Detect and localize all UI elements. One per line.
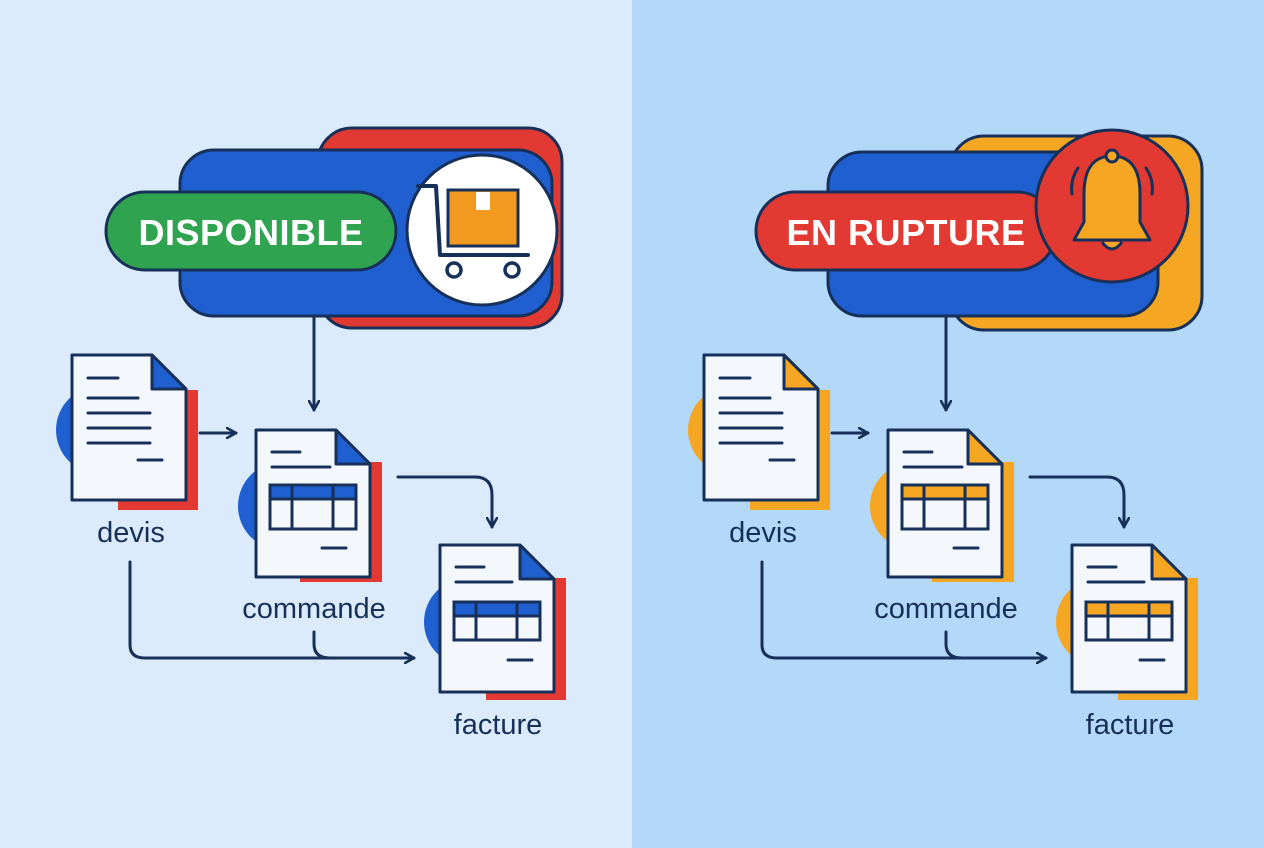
quote-document-icon bbox=[688, 353, 830, 510]
arrow-order-to-invoice bbox=[396, 475, 492, 529]
invoice-document-icon bbox=[424, 543, 566, 700]
order-label: commande bbox=[874, 593, 1017, 625]
status-label: DISPONIBLE bbox=[138, 212, 363, 253]
invoice-document-icon bbox=[1056, 543, 1198, 700]
panel-out-of-stock: EN RUPTURE devis command bbox=[632, 0, 1264, 848]
arrow-quote-to-invoice bbox=[128, 560, 416, 658]
order-document-icon bbox=[870, 428, 1014, 582]
order-label: commande bbox=[242, 593, 385, 625]
invoice-label: facture bbox=[454, 709, 543, 741]
quote-label: devis bbox=[729, 517, 797, 549]
arrow-quote-to-invoice bbox=[760, 560, 1048, 658]
panel-available: DISPONIBLE devis bbox=[0, 0, 632, 848]
arrow-order-join bbox=[944, 630, 964, 660]
shopping-cart-icon bbox=[405, 153, 559, 307]
bell-icon bbox=[1034, 128, 1190, 284]
status-header: DISPONIBLE bbox=[104, 126, 564, 330]
quote-document-icon bbox=[56, 353, 198, 510]
arrow-order-to-invoice bbox=[1028, 475, 1124, 529]
workflow-diagram-out-of-stock: EN RUPTURE devis command bbox=[688, 128, 1204, 741]
status-header: EN RUPTURE bbox=[754, 128, 1204, 332]
workflow-diagram-available: DISPONIBLE devis bbox=[56, 126, 566, 741]
arrow-order-join bbox=[312, 630, 332, 660]
order-document-icon bbox=[238, 428, 382, 582]
status-label: EN RUPTURE bbox=[786, 212, 1025, 253]
status-badge bbox=[104, 190, 398, 272]
flow-arrows bbox=[760, 316, 1124, 660]
quote-label: devis bbox=[97, 517, 165, 549]
invoice-label: facture bbox=[1086, 709, 1175, 741]
flow-arrows bbox=[128, 316, 492, 660]
